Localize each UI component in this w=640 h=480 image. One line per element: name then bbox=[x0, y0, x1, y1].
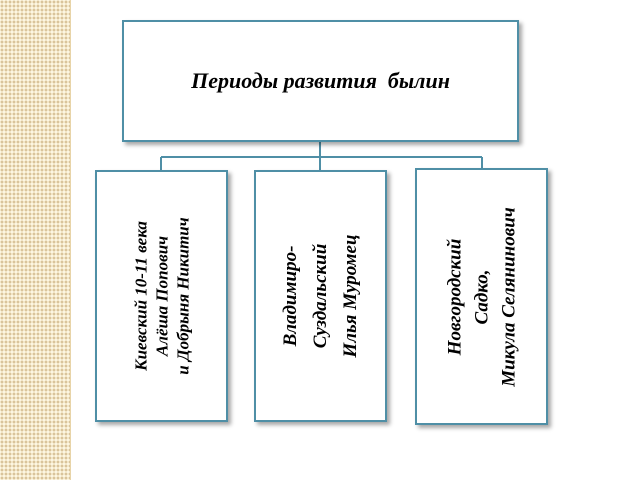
period-line: Илья Муромец bbox=[339, 234, 361, 358]
decorative-side-strip bbox=[0, 0, 71, 480]
period-text-kievsky: Киевский 10-11 века Алёша Попович и Добр… bbox=[130, 217, 193, 374]
period-text-novgorodsky: Новгородский Садко, Микула Селянинович bbox=[441, 207, 522, 387]
title-box: Периоды развития былин bbox=[122, 20, 519, 142]
period-line: Владимиро- bbox=[279, 245, 301, 347]
period-line: Киевский 10-11 века bbox=[131, 221, 150, 371]
period-line: и Добрыня Никитич bbox=[173, 217, 192, 375]
period-text-vladimiro-suzdalsky: Владимиро- Суздальский Илья Муромец bbox=[276, 234, 366, 357]
period-line: Суздальский bbox=[309, 243, 331, 349]
diagram-title: Периоды развития былин bbox=[191, 68, 450, 93]
period-line: Садко, bbox=[471, 269, 492, 324]
period-line: Алёша Попович bbox=[152, 235, 171, 357]
period-box-kievsky: Киевский 10-11 века Алёша Попович и Добр… bbox=[95, 170, 228, 422]
period-box-vladimiro-suzdalsky: Владимиро- Суздальский Илья Муромец bbox=[254, 170, 387, 422]
period-box-novgorodsky: Новгородский Садко, Микула Селянинович bbox=[415, 168, 548, 425]
period-line: Новгородский bbox=[444, 238, 465, 355]
period-line: Микула Селянинович bbox=[498, 206, 519, 387]
